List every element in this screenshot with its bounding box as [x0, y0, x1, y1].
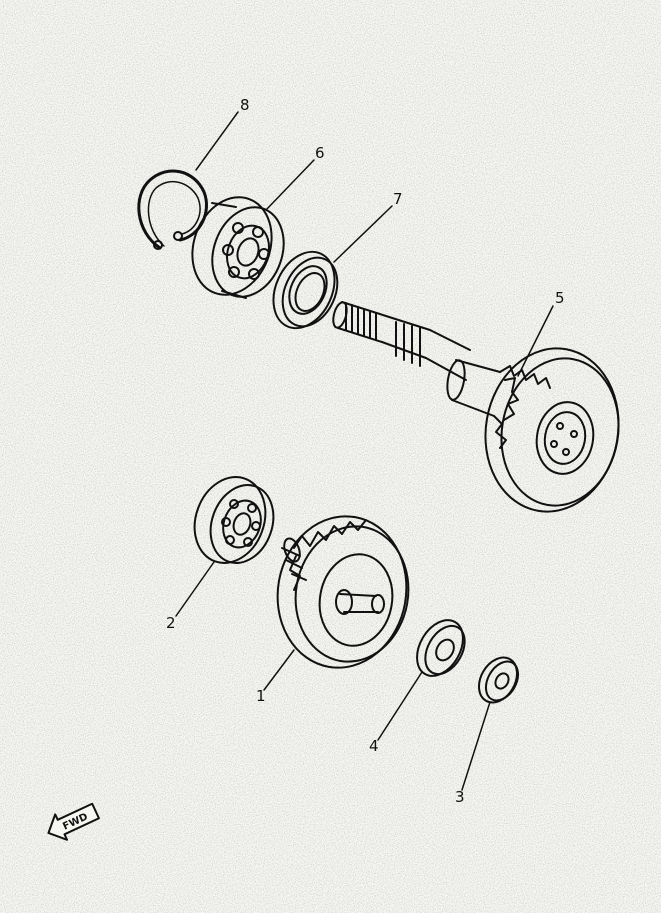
callout-2: 2: [166, 614, 176, 632]
shaft-gear-part: [332, 301, 620, 513]
leader-line-4: [377, 671, 423, 741]
bearing-part-upper: [191, 196, 285, 299]
leader-lines: [175, 111, 554, 791]
leader-line-6: [265, 159, 315, 211]
leader-line-5: [517, 305, 554, 377]
callout-5: 5: [555, 289, 565, 307]
callout-7: 7: [393, 190, 403, 208]
callout-6: 6: [315, 144, 325, 162]
callout-3: 3: [455, 788, 465, 806]
callout-4: 4: [369, 737, 379, 755]
leader-line-3: [461, 701, 491, 791]
callout-8: 8: [240, 96, 250, 114]
leader-line-8: [195, 111, 239, 171]
primary-gear-part: [276, 515, 410, 669]
callout-1: 1: [256, 687, 266, 705]
oil-seal-part: [272, 250, 339, 330]
leader-line-2: [175, 561, 215, 617]
leader-line-1: [263, 649, 295, 691]
leader-line-7: [333, 205, 393, 263]
bearing-part-lower: [193, 476, 275, 564]
washer-part-large: [416, 619, 466, 677]
washer-part-small: [478, 656, 520, 704]
